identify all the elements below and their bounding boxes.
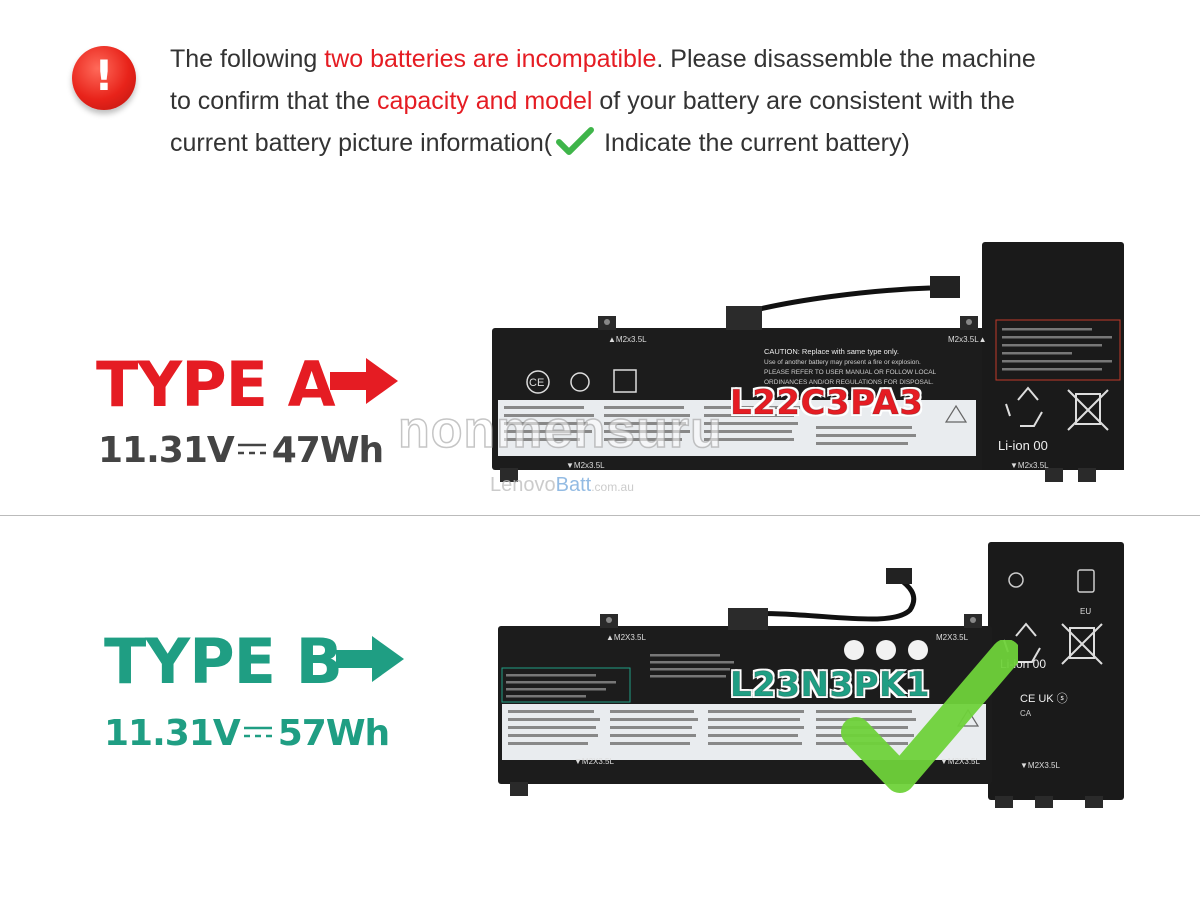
m2-label: ▲M2x3.5L: [608, 335, 647, 344]
svg-text:CA: CA: [1020, 709, 1032, 718]
svg-text:▲M2X3.5L: ▲M2X3.5L: [606, 633, 646, 642]
svg-text:▼M2X3.5L: ▼M2X3.5L: [1020, 761, 1060, 770]
notice-text-part: Indicate the current battery): [604, 129, 910, 157]
type-a-model: L22C3PA3: [729, 383, 924, 424]
type-a-voltage: 11.31V: [98, 430, 235, 471]
svg-text:Use of another battery may pre: Use of another battery may present a fir…: [764, 359, 921, 366]
notice-text-part: . Please disassemble the machine: [656, 45, 1036, 73]
type-b-spec: 11.31V 57Wh: [104, 713, 390, 754]
arrow-right-icon: [330, 358, 398, 404]
type-a-capacity: 47Wh: [271, 430, 384, 471]
type-b-voltage: 11.31V: [104, 713, 241, 754]
dc-symbol-icon: [237, 443, 266, 455]
watermark-text: nonmensuru: [397, 400, 723, 460]
notice-highlight: two batteries are incompatible: [324, 45, 657, 73]
svg-text:CE: CE: [529, 377, 544, 389]
incompatibility-notice: ! The following two batteries are incomp…: [0, 0, 1200, 200]
type-a-title: TYPE A: [96, 348, 336, 421]
notice-text-part: to confirm that the: [170, 87, 378, 115]
check-icon: [841, 640, 1018, 793]
watermark-brand: LenovoBatt.com.au: [490, 474, 634, 497]
svg-text:CAUTION: Replace with same typ: CAUTION: Replace with same type only.: [764, 347, 899, 356]
section-divider: [0, 515, 1200, 516]
notice-text-part: current battery picture information(: [170, 129, 553, 157]
notice-highlight: capacity and model: [377, 87, 593, 115]
notice-text-part: of your battery are consistent with the: [592, 87, 1015, 115]
svg-text:M2X3.5L: M2X3.5L: [936, 633, 969, 642]
type-b-model: L23N3PK1: [729, 665, 931, 706]
svg-text:▼M2x3.5L: ▼M2x3.5L: [566, 461, 605, 470]
dc-symbol-icon: [243, 726, 272, 738]
svg-text:▼M2X3.5L: ▼M2X3.5L: [574, 757, 614, 766]
notice-text-part: The following: [170, 45, 325, 73]
svg-text:ORDINANCES AND/OR REGULATIONS: ORDINANCES AND/OR REGULATIONS FOR DISPOS…: [764, 379, 934, 386]
svg-text:▼M2X3.5L: ▼M2X3.5L: [940, 757, 980, 766]
notice-text: The following two batteries are incompat…: [170, 38, 1160, 164]
svg-text:M2x3.5L▲: M2x3.5L▲: [948, 335, 987, 344]
type-a-spec: 11.31V 47Wh: [98, 430, 384, 471]
check-icon: [556, 127, 595, 155]
watermark-brand-a: Lenovo: [490, 474, 556, 496]
svg-text:▼M2x3.5L: ▼M2x3.5L: [1010, 461, 1049, 470]
svg-text:EU: EU: [1080, 607, 1091, 616]
battery-a-image: ▲M2x3.5L M2x3.5L▲ CAUTION: Replace with …: [492, 242, 1124, 482]
exclamation-icon: !: [72, 46, 136, 110]
type-b-title: TYPE B: [104, 625, 343, 698]
svg-text:PLEASE REFER TO USER MANUAL OR: PLEASE REFER TO USER MANUAL OR FOLLOW LO…: [764, 369, 937, 376]
arrow-right-icon: [336, 636, 404, 682]
svg-text:CE UK ⓢ: CE UK ⓢ: [1020, 692, 1068, 705]
svg-text:Li-ion 00: Li-ion 00: [998, 438, 1048, 453]
type-b-capacity: 57Wh: [277, 713, 390, 754]
watermark-domain: .com.au: [591, 480, 634, 494]
watermark-brand-b: Batt: [555, 474, 592, 496]
